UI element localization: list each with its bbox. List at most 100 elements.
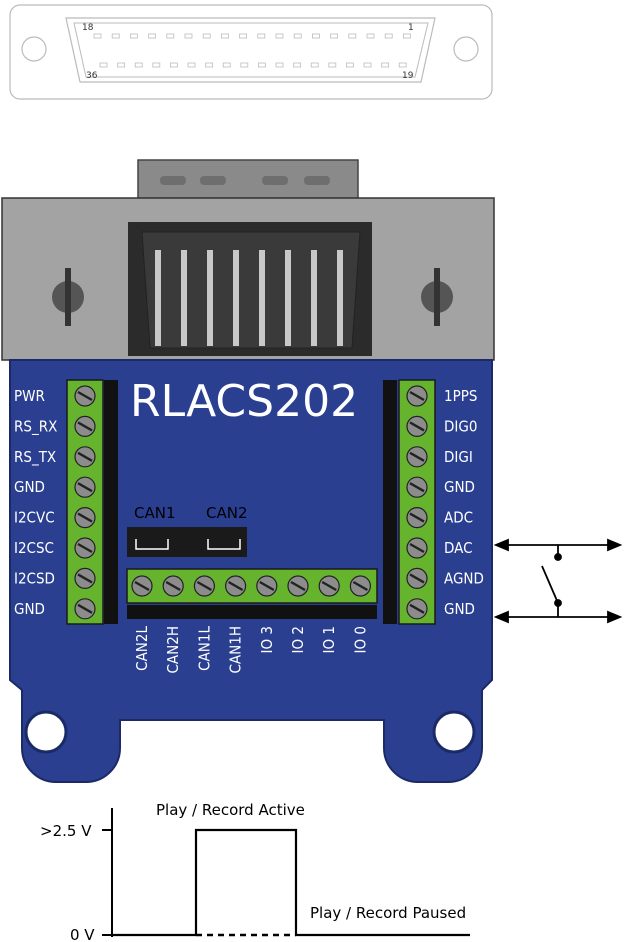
contact-pin-icon bbox=[285, 250, 291, 346]
bottom-pin-label: IO 1 bbox=[320, 626, 338, 653]
mounting-hole-icon bbox=[24, 710, 68, 754]
left-pin-label: PWR bbox=[14, 387, 45, 405]
active-state-label: Play / Record Active bbox=[156, 801, 305, 819]
screw-terminal-icon bbox=[256, 575, 278, 597]
pin-socket-icon bbox=[293, 62, 302, 68]
screw-terminal-icon bbox=[74, 476, 96, 498]
screw-terminal-icon bbox=[406, 598, 428, 620]
pin-socket-icon bbox=[169, 62, 178, 68]
contact-pin-icon bbox=[233, 250, 239, 346]
screw-terminal-icon bbox=[406, 415, 428, 437]
bottom-pin-label: CAN1L bbox=[195, 626, 213, 671]
switch-wiring bbox=[493, 538, 623, 624]
pin-socket-icon bbox=[184, 33, 193, 39]
pin-socket-icon bbox=[275, 62, 284, 68]
screw-terminal-icon bbox=[406, 446, 428, 468]
pin-socket-icon bbox=[311, 33, 320, 39]
mounting-hole-icon bbox=[453, 36, 479, 62]
bottom-pin-label: CAN2H bbox=[164, 626, 182, 673]
screw-terminal-icon bbox=[74, 537, 96, 559]
low-level-label: 0 V bbox=[70, 926, 95, 942]
left-terminal-block bbox=[74, 385, 96, 620]
screw-terminal-icon bbox=[406, 537, 428, 559]
pin-socket-icon bbox=[166, 33, 175, 39]
left-pin-label: I2CSC bbox=[14, 539, 54, 557]
rlacs202-board: RLACS202 PWRRS_RXRS_TXGNDI2CVCI2CSCI2CSD… bbox=[1, 159, 495, 783]
screw-terminal-icon bbox=[131, 575, 153, 597]
right-pin-label: 1PPS bbox=[444, 387, 477, 405]
screw-terminal-icon bbox=[74, 446, 96, 468]
right-pin-label: DAC bbox=[444, 539, 473, 557]
left-pin-label: I2CSD bbox=[14, 569, 55, 587]
screw-lock-icon bbox=[421, 268, 453, 326]
left-pin-label: I2CVC bbox=[14, 509, 55, 527]
pin-socket-icon bbox=[129, 33, 138, 39]
screw-terminal-icon bbox=[349, 575, 371, 597]
right-pin-label: AGND bbox=[444, 569, 484, 587]
right-pin-label: DIG0 bbox=[444, 417, 477, 435]
contact-pin-icon bbox=[311, 250, 317, 346]
right-terminal-block bbox=[406, 385, 428, 620]
db37-connector-outline: 18 1 36 19 bbox=[9, 4, 493, 100]
screw-terminal-icon bbox=[406, 567, 428, 590]
mounting-hole-icon bbox=[21, 36, 47, 62]
pin-socket-icon bbox=[348, 33, 357, 39]
screw-terminal-icon bbox=[406, 476, 428, 498]
screw-lock-icon bbox=[52, 268, 84, 326]
signal-timing-diagram: >2.5 V 0 V Play / Record Active Play / R… bbox=[40, 801, 470, 942]
connector-pins bbox=[155, 250, 343, 346]
pin-socket-icon bbox=[240, 62, 249, 68]
board-title: RLACS202 bbox=[130, 376, 358, 427]
pin-socket-icon bbox=[93, 33, 102, 39]
pin-row-bottom bbox=[99, 62, 407, 68]
pin-socket-icon bbox=[381, 62, 390, 68]
pin-row-top bbox=[93, 33, 411, 39]
pin-socket-icon bbox=[99, 62, 108, 68]
contact-pin-icon bbox=[155, 250, 161, 346]
pin-socket-icon bbox=[363, 62, 372, 68]
bottom-pin-label: CAN2L bbox=[133, 626, 151, 671]
screw-terminal-icon bbox=[225, 575, 247, 597]
bottom-pin-label: IO 3 bbox=[258, 626, 276, 653]
paused-state-label: Play / Record Paused bbox=[310, 904, 466, 922]
bottom-pin-labels: CAN2L CAN2H CAN1L CAN1H IO 3 IO 2 IO 1 IO 0 bbox=[133, 626, 369, 674]
pin-socket-icon bbox=[384, 33, 393, 39]
right-pin-label: DIGI bbox=[444, 448, 473, 466]
screw-terminal-icon bbox=[193, 575, 215, 597]
screw-terminal-icon bbox=[318, 575, 340, 597]
screw-terminal-icon bbox=[74, 385, 96, 407]
contact-pin-icon bbox=[207, 250, 213, 346]
left-pin-label: RS_RX bbox=[14, 417, 57, 436]
mounting-hole-icon bbox=[432, 710, 476, 754]
pin-socket-icon bbox=[293, 33, 302, 39]
pin-socket-icon bbox=[398, 62, 407, 68]
contact-pin-icon bbox=[337, 250, 343, 346]
pin-socket-icon bbox=[222, 62, 231, 68]
pin-socket-icon bbox=[402, 33, 411, 39]
screw-terminal-icon bbox=[74, 598, 96, 620]
pin-socket-icon bbox=[220, 33, 229, 39]
bottom-pin-label: IO 2 bbox=[289, 626, 307, 653]
pin-socket-icon bbox=[117, 62, 125, 68]
pin-socket-icon bbox=[134, 62, 143, 68]
screw-terminal-icon bbox=[74, 506, 96, 529]
bottom-pin-label: IO 0 bbox=[351, 626, 369, 653]
high-level-label: >2.5 V bbox=[40, 822, 92, 840]
bottom-pin-label: CAN1H bbox=[227, 626, 245, 673]
switch-icon bbox=[541, 565, 559, 604]
pin-socket-icon bbox=[345, 62, 354, 68]
right-pin-label: GND bbox=[444, 478, 475, 496]
pin-socket-icon bbox=[152, 62, 161, 68]
can-jumper: CAN1 CAN2 bbox=[127, 504, 248, 557]
pin-socket-icon bbox=[366, 33, 375, 39]
right-pin-label: GND bbox=[444, 600, 475, 618]
bottom-terminal-block bbox=[131, 575, 371, 597]
pin-socket-icon bbox=[310, 62, 319, 68]
pin-socket-icon bbox=[275, 33, 284, 39]
pin-socket-icon bbox=[257, 62, 266, 68]
screw-terminal-icon bbox=[74, 567, 96, 590]
pin-socket-icon bbox=[148, 33, 157, 39]
pin-number-36: 36 bbox=[86, 71, 98, 81]
